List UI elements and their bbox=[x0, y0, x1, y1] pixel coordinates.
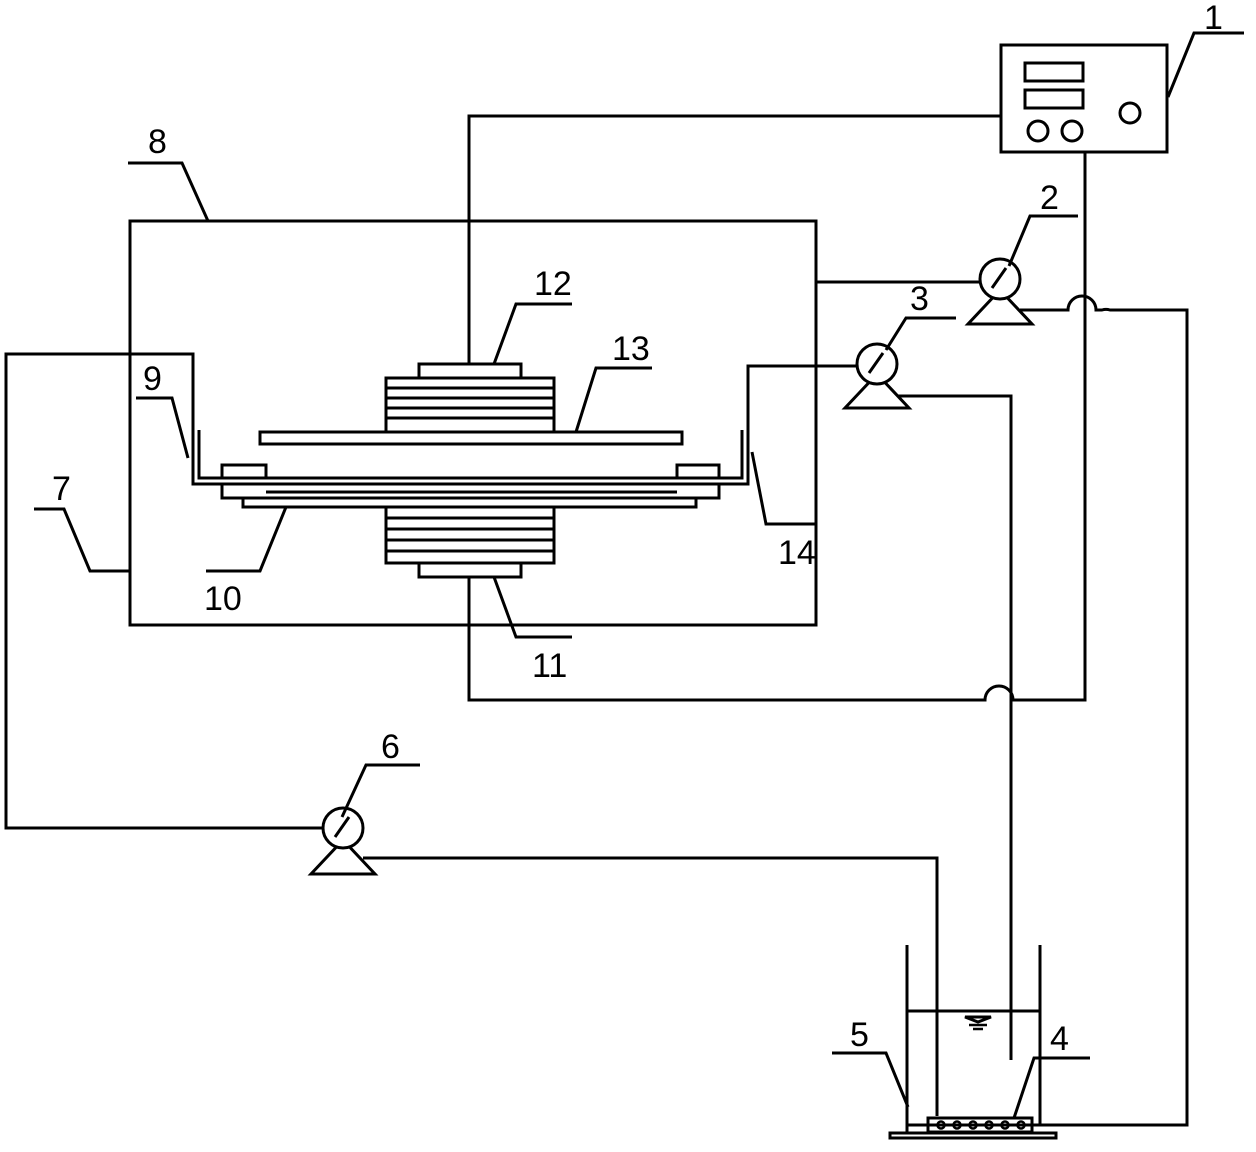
pump-3-base bbox=[841, 371, 913, 410]
leader-9 bbox=[136, 396, 190, 459]
leader-1 bbox=[1166, 31, 1244, 98]
aerator-hole bbox=[952, 1120, 962, 1130]
label-2: 2 bbox=[1040, 179, 1059, 217]
leader-10 bbox=[206, 506, 288, 573]
tray-clamp-left bbox=[220, 463, 268, 480]
upper-electrode bbox=[384, 362, 556, 434]
leader-2 bbox=[1007, 214, 1078, 267]
label-8: 8 bbox=[148, 123, 167, 161]
leader-4 bbox=[1012, 1056, 1090, 1119]
aerator-body bbox=[926, 1116, 1034, 1134]
leader-6 bbox=[340, 763, 420, 818]
label-1: 1 bbox=[1204, 0, 1223, 37]
leader-12 bbox=[492, 302, 572, 365]
label-3: 3 bbox=[910, 280, 929, 318]
pump-6-base bbox=[307, 837, 379, 876]
leader-8 bbox=[128, 161, 210, 222]
label-12: 12 bbox=[534, 265, 572, 303]
tray bbox=[191, 430, 750, 500]
tank-base-plate bbox=[888, 1131, 1058, 1140]
control-knob-middle bbox=[1060, 119, 1084, 143]
lower-electrode-cap bbox=[417, 561, 523, 579]
control-knob-right bbox=[1118, 101, 1142, 125]
tank-walls bbox=[905, 945, 1042, 1127]
label-13: 13 bbox=[612, 330, 650, 368]
lower-electrode bbox=[384, 505, 556, 579]
aerator-hole bbox=[1000, 1120, 1010, 1130]
line-tank-to-pump-6 bbox=[363, 856, 939, 1116]
water-level-symbol bbox=[964, 1015, 992, 1024]
upper-electrode-cap bbox=[417, 362, 523, 380]
aerator bbox=[926, 1116, 1034, 1134]
wire-lower-electrode-path bbox=[467, 152, 1087, 702]
tray-inner bbox=[197, 430, 744, 480]
pump-2-impeller bbox=[990, 267, 1008, 289]
aerator-hole bbox=[968, 1120, 978, 1130]
label-5: 5 bbox=[850, 1016, 869, 1054]
wire-upper-electrode bbox=[467, 114, 1001, 364]
aerator-hole bbox=[1016, 1120, 1026, 1130]
pump-2-base bbox=[964, 287, 1036, 326]
label-11: 11 bbox=[532, 647, 567, 685]
control-unit bbox=[999, 43, 1169, 154]
enclosure bbox=[128, 219, 818, 627]
leader-3 bbox=[884, 316, 956, 351]
label-4: 4 bbox=[1050, 1020, 1069, 1058]
pump-3 bbox=[841, 342, 913, 410]
pump-3-impeller bbox=[867, 352, 885, 374]
tray-outer bbox=[191, 430, 750, 486]
leader-lines bbox=[34, 31, 1244, 1119]
leader-11 bbox=[492, 576, 572, 639]
label-9: 9 bbox=[143, 360, 162, 398]
line-tray-to-pump-3 bbox=[746, 364, 857, 430]
leader-5 bbox=[832, 1051, 910, 1108]
leader-14 bbox=[750, 451, 816, 526]
label-10: 10 bbox=[204, 580, 242, 618]
line-pump-2-to-aerator bbox=[1020, 294, 1189, 1127]
control-display-top bbox=[1023, 61, 1085, 83]
lower-electrode-stack bbox=[384, 505, 556, 565]
tray-clamp-right bbox=[675, 463, 721, 480]
aerator-hole bbox=[984, 1120, 994, 1130]
control-knob-left bbox=[1026, 119, 1050, 143]
label-6: 6 bbox=[381, 728, 400, 766]
line-pump-6-to-tray bbox=[4, 352, 323, 830]
pump-2 bbox=[964, 257, 1036, 326]
label-7: 7 bbox=[52, 470, 71, 508]
labels: 1 2 3 4 5 6 7 8 9 10 11 12 13 14 bbox=[52, 0, 1223, 1058]
label-14: 14 bbox=[778, 534, 816, 572]
pump-6 bbox=[307, 806, 379, 876]
upper-electrode-stack bbox=[384, 376, 556, 434]
aerator-hole bbox=[936, 1120, 946, 1130]
pump-6-impeller bbox=[333, 816, 351, 838]
upper-plate bbox=[258, 430, 684, 446]
control-display-bottom bbox=[1023, 88, 1085, 110]
leader-7 bbox=[34, 507, 130, 573]
line-pump-3-to-tank bbox=[897, 394, 1013, 1060]
leader-13 bbox=[574, 366, 652, 433]
tank bbox=[888, 945, 1058, 1140]
